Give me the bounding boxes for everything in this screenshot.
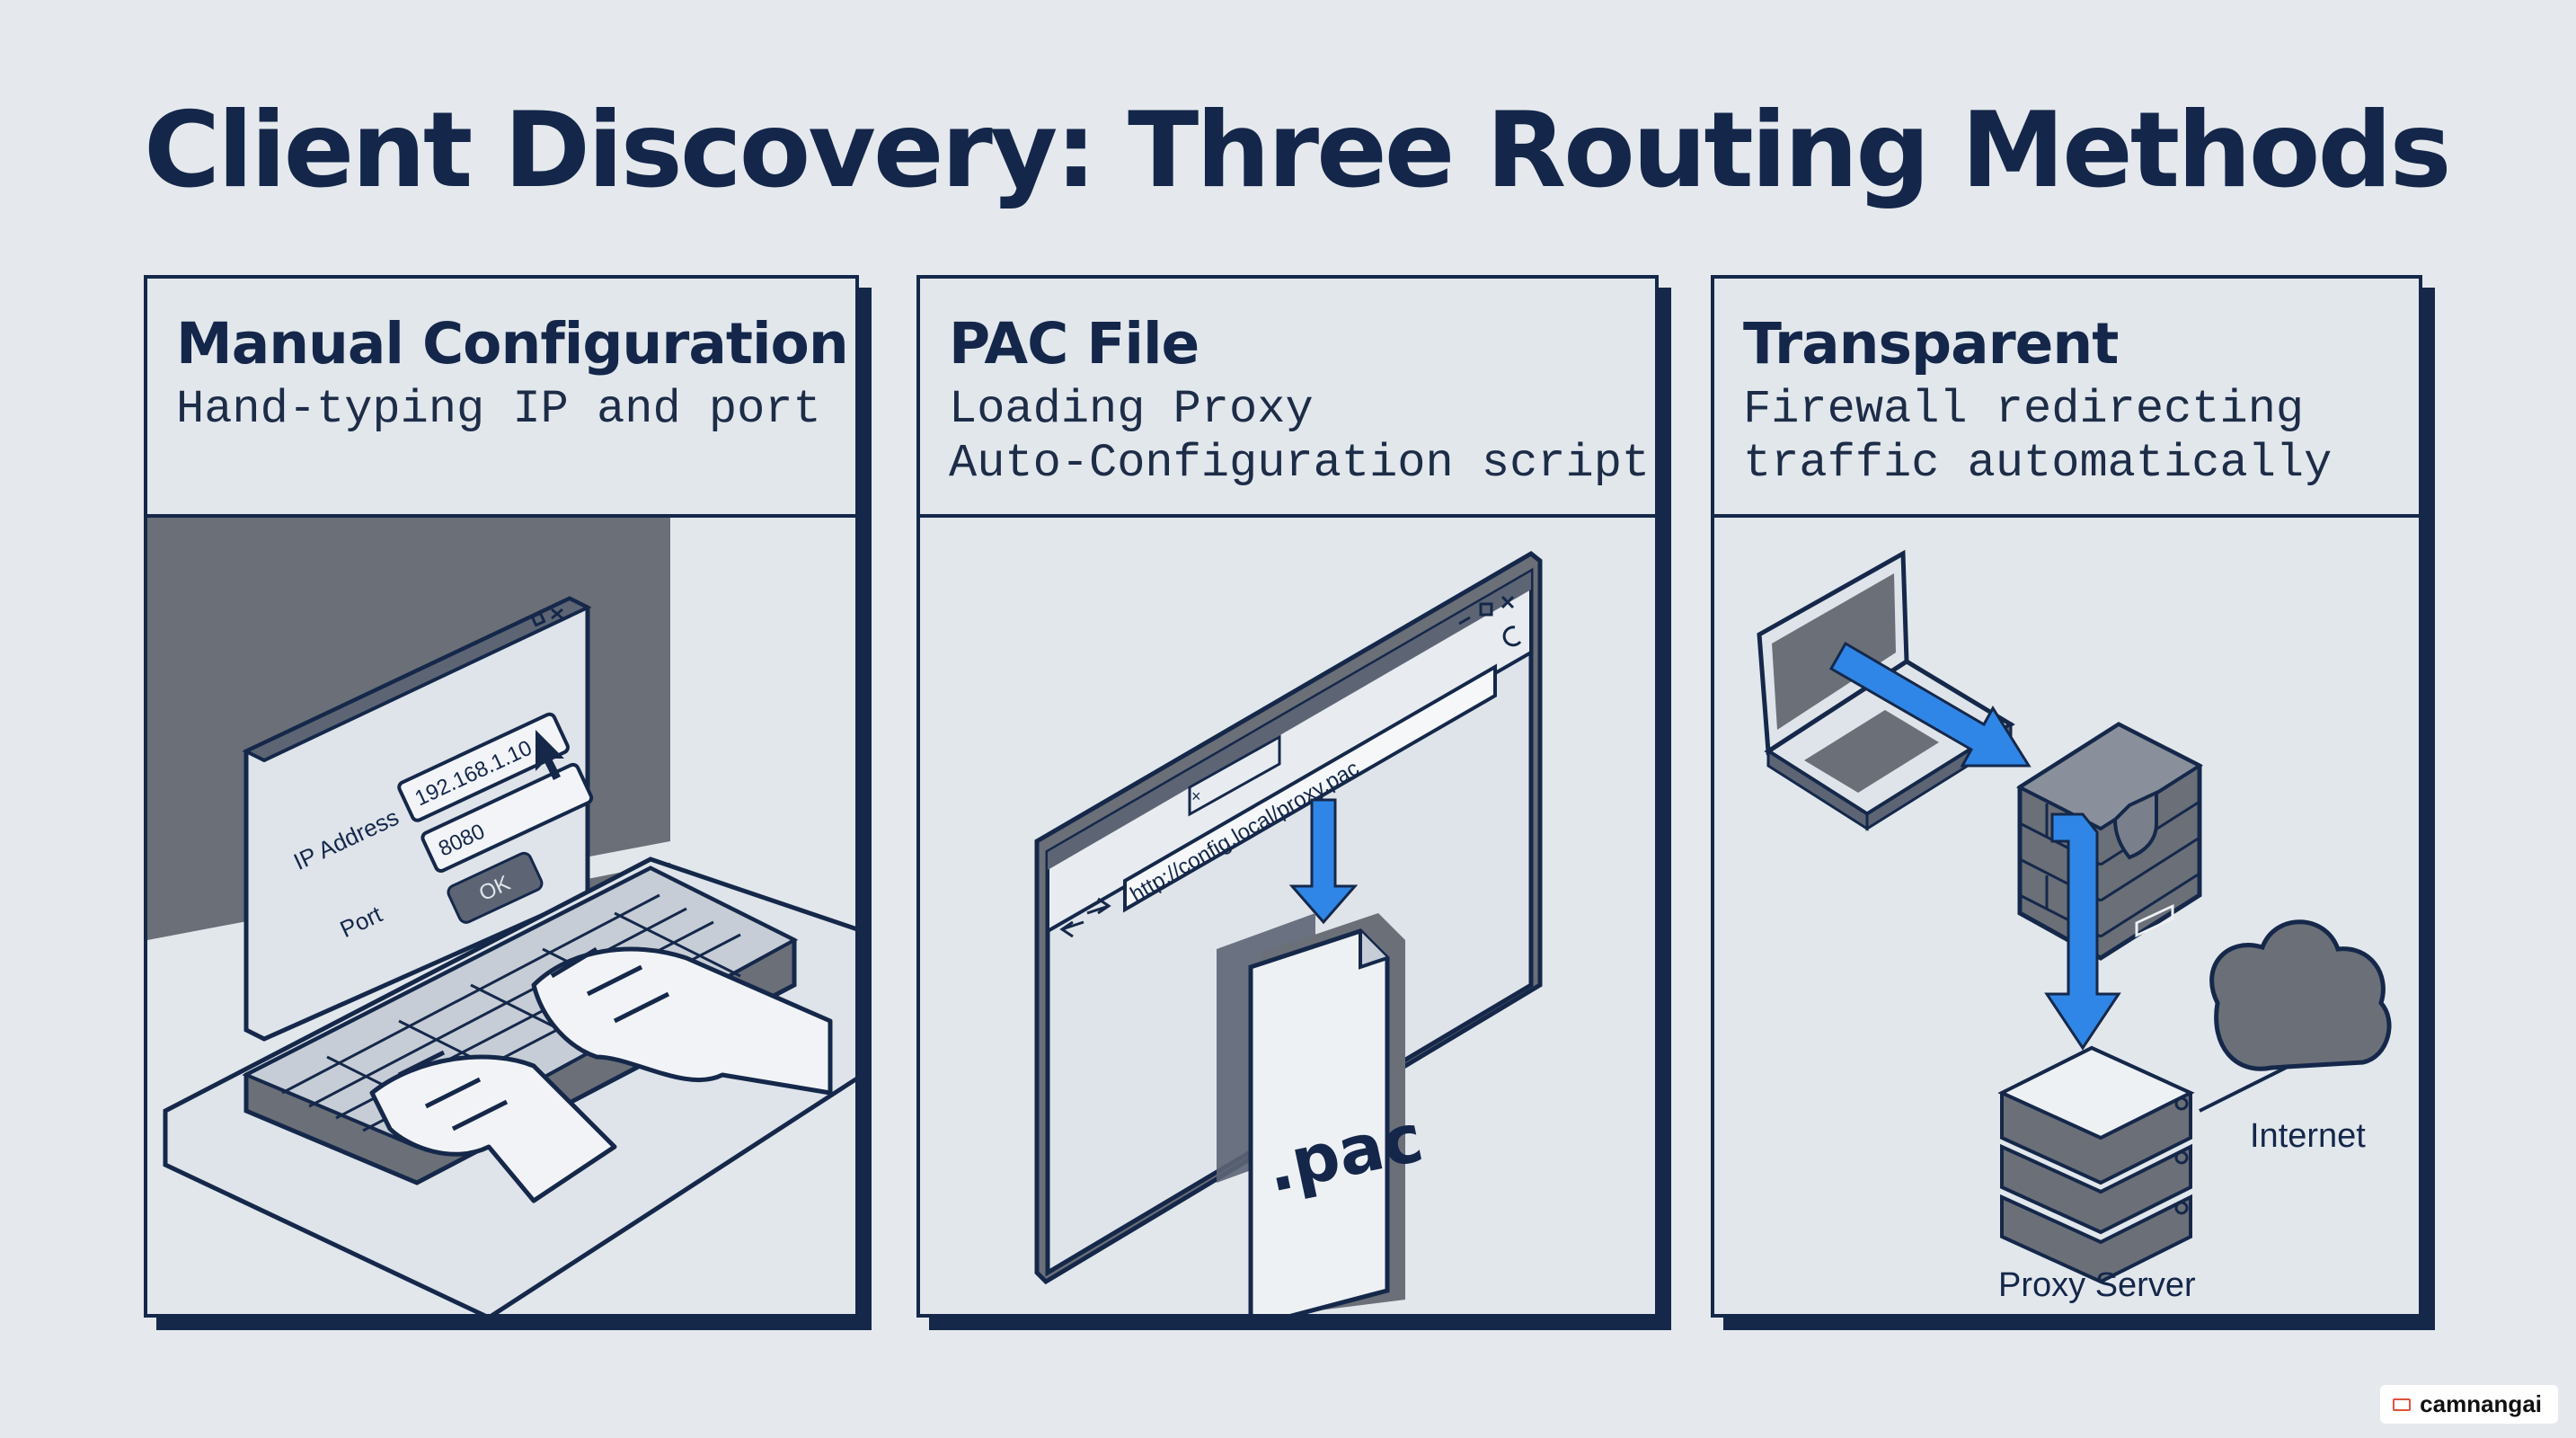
traffic-arrow-icon — [1828, 641, 2032, 768]
description-line: Hand-typing IP and port — [176, 383, 821, 436]
forward-icon[interactable] — [1086, 897, 1111, 915]
close-icon[interactable] — [1500, 595, 1515, 609]
ip-address-field[interactable] — [397, 712, 570, 822]
page-title: Client Discovery: Three Routing Methods — [144, 90, 2452, 211]
laptop-icon — [1757, 549, 2015, 831]
panel-description: Firewall redirecting traffic automatical… — [1743, 383, 2332, 491]
panel-header: PAC File Loading Proxy Auto-Configuratio… — [920, 279, 1655, 518]
pac-file-illustration: × http://config.local/proxy.pac .pac — [1034, 550, 1543, 1314]
connection-line — [2199, 1064, 2290, 1113]
refresh-icon[interactable] — [1502, 626, 1522, 647]
tab-close-icon[interactable]: × — [1191, 787, 1201, 805]
cloud-icon — [2209, 919, 2392, 1071]
browser-window-icon: × http://config.local/proxy.pac — [1034, 550, 1543, 1285]
port-field[interactable] — [420, 762, 594, 873]
watermark-badge: camnangai — [2380, 1385, 2558, 1424]
minimize-icon[interactable] — [1458, 616, 1471, 626]
watermark-text: camnangai — [2420, 1390, 2542, 1417]
panel-description: Hand-typing IP and port — [176, 383, 821, 437]
transparent-proxy-illustration: Internet Proxy Server — [1757, 549, 2392, 1304]
manual-config-illustration: IP Address 192.168.1.10 8080 Port OK — [147, 518, 855, 1314]
address-bar[interactable] — [1123, 663, 1497, 913]
book-icon — [2393, 1398, 2412, 1411]
hands-icon — [369, 946, 833, 1203]
panel-header: Transparent Firewall redirecting traffic… — [1714, 279, 2419, 518]
panel-pac-file: PAC File Loading Proxy Auto-Configuratio… — [916, 275, 1659, 1318]
description-line: Auto-Configuration script — [949, 437, 1651, 490]
description-line: Firewall redirecting — [1743, 383, 2305, 436]
download-arrow-icon — [1288, 798, 1359, 925]
panel-manual-configuration: Manual Configuration Hand-typing IP and … — [144, 275, 859, 1318]
internet-label: Internet — [2250, 1117, 2366, 1155]
panel-transparent: Transparent Firewall redirecting traffic… — [1711, 275, 2422, 1318]
redirect-arrow-icon — [2044, 812, 2121, 1051]
maximize-icon[interactable] — [1479, 602, 1493, 617]
cursor-icon — [536, 730, 564, 780]
proxy-server-icon — [1997, 903, 2195, 1284]
ok-button[interactable] — [446, 851, 544, 925]
panel-title: Manual Configuration — [176, 311, 849, 377]
firewall-icon — [2015, 722, 2204, 961]
description-line: traffic automatically — [1743, 437, 2333, 490]
back-icon[interactable] — [1059, 920, 1084, 938]
panel-title: PAC File — [949, 311, 1199, 377]
shield-icon — [2112, 789, 2158, 860]
pac-file-icon: .pac — [1217, 913, 1430, 1314]
panel-header: Manual Configuration Hand-typing IP and … — [147, 279, 855, 518]
panel-title: Transparent — [1743, 311, 2119, 377]
proxy-server-label: Proxy Server — [1998, 1266, 2196, 1304]
description-line: Loading Proxy — [949, 383, 1314, 436]
panel-description: Loading Proxy Auto-Configuration script — [949, 383, 1650, 491]
